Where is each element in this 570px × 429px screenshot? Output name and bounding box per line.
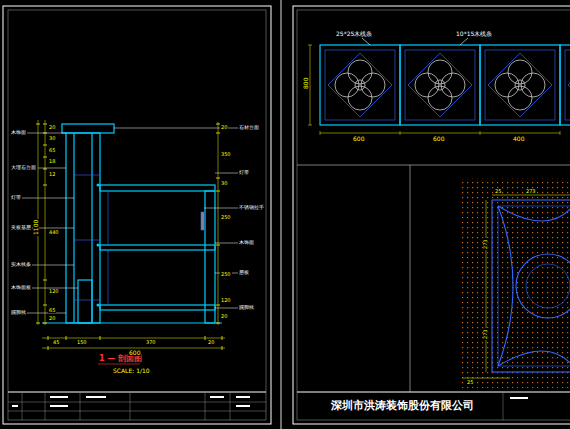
callout: 石材台面 — [238, 125, 260, 130]
dimension: 400 — [512, 136, 525, 142]
dimension: 120 — [220, 298, 232, 303]
dimension: 120 — [48, 289, 60, 294]
dimension: 20 — [48, 316, 56, 321]
dimension: 250 — [220, 215, 232, 220]
dimension: 20 — [220, 314, 228, 319]
dimension: 12 — [48, 172, 56, 177]
dimension: 273 — [525, 189, 537, 194]
callout: 层板 — [238, 270, 250, 275]
dimension: 1100 — [33, 219, 39, 236]
callout: 踢脚线 — [238, 305, 255, 310]
dimension: 25 — [494, 189, 502, 194]
callout: 木饰面 — [10, 130, 27, 135]
dimension: 600 — [128, 350, 141, 356]
callout: 不锈钢拉手 — [238, 205, 265, 210]
dimension: 30 — [220, 181, 228, 186]
dimension: 600 — [352, 136, 365, 142]
callout: 25*25木线条 — [335, 31, 373, 37]
callout: 10*15木线条 — [455, 31, 493, 37]
dimension: 273 — [483, 238, 488, 250]
callout: 大理石台面 — [10, 165, 37, 170]
dimension: 273 — [483, 328, 488, 340]
callout: 灯带 — [238, 170, 250, 175]
callout: 灯带 — [10, 195, 22, 200]
dimension: 30 — [48, 136, 56, 141]
dimension: 350 — [220, 152, 232, 157]
dimension: 65 — [48, 148, 56, 153]
dimension: 20 — [220, 125, 228, 130]
dimension: 45 — [52, 340, 60, 345]
callout: 夹板基层 — [10, 225, 32, 230]
dimension: 18 — [48, 159, 56, 164]
callout: 木饰面板 — [10, 285, 32, 290]
scale-note: SCALE: 1/10 — [112, 368, 151, 374]
company-name: 深圳市洪涛装饰股份有限公司 — [330, 400, 475, 411]
dimension: 250 — [220, 272, 232, 277]
dimension: 20 — [207, 340, 215, 345]
dimension: 600 — [432, 136, 445, 142]
callout: 实木线条 — [10, 262, 32, 267]
dimension: 800 — [303, 77, 309, 90]
dimension: 20 — [48, 125, 56, 130]
callout: 踢脚线 — [10, 310, 27, 315]
callout: 木饰面 — [238, 240, 255, 245]
drawing-caption: 1 — 剖面图 — [98, 355, 143, 363]
dimension: 25 — [466, 380, 474, 385]
dimension: 65 — [48, 308, 56, 313]
dimension: 440 — [48, 230, 60, 235]
dimension: 150 — [76, 340, 88, 345]
dimension: 370 — [145, 340, 157, 345]
